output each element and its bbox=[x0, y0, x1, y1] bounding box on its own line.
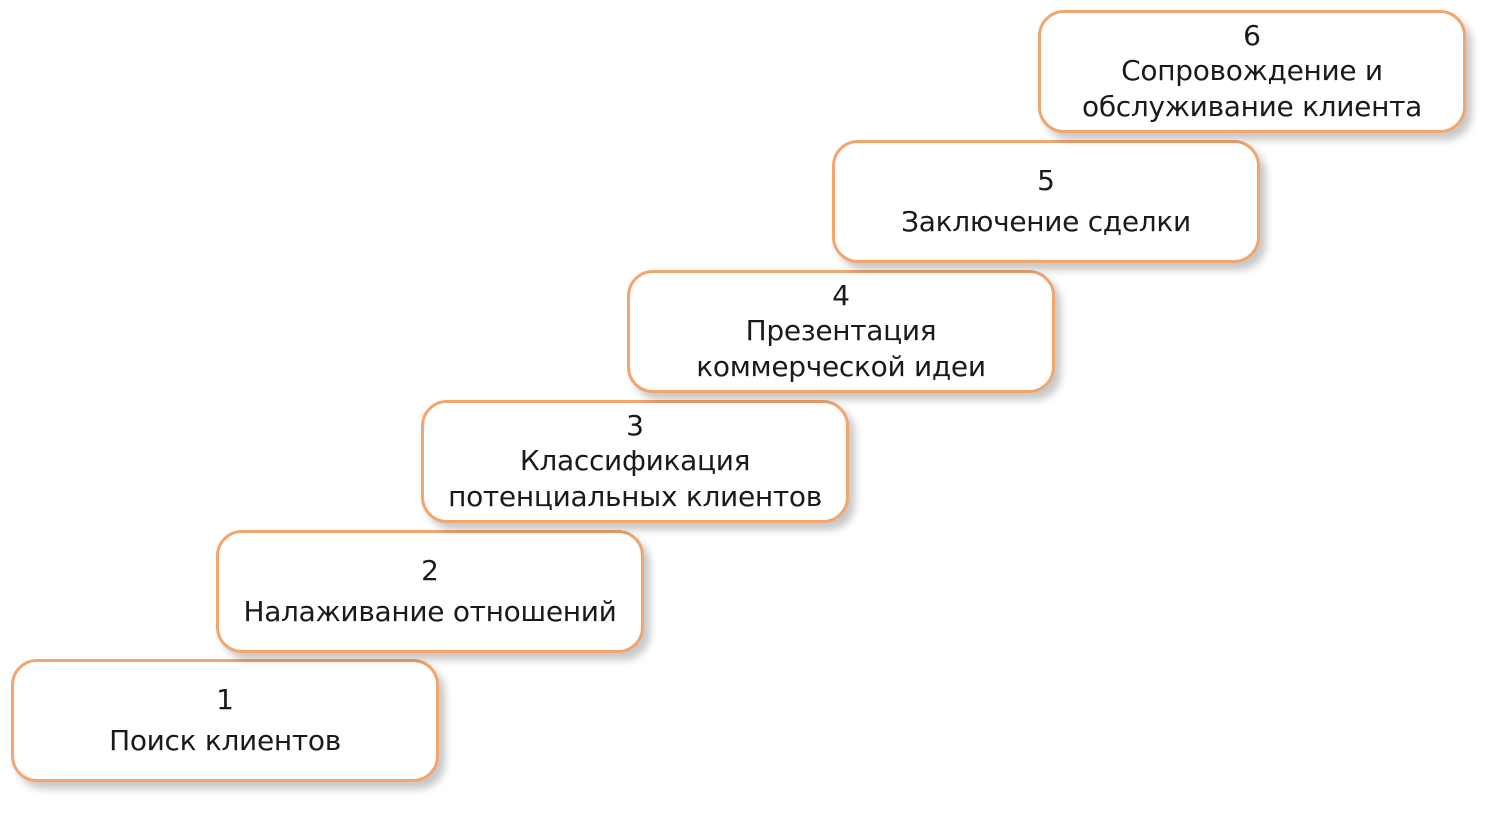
step-number-2: 2 bbox=[421, 553, 439, 587]
step-box-4: 4 Презентация коммерческой идеи bbox=[627, 270, 1055, 393]
step-number-1: 1 bbox=[216, 682, 234, 716]
step-title-3: Классификация потенциальных клиентов bbox=[448, 443, 822, 513]
step-box-5: 5 Заключение сделки bbox=[832, 140, 1260, 263]
step-title-1: Поиск клиентов bbox=[109, 723, 341, 757]
step-box-6: 6 Сопровождение и обслуживание клиента bbox=[1038, 10, 1466, 133]
step-number-6: 6 bbox=[1243, 18, 1261, 52]
step-number-5: 5 bbox=[1037, 163, 1055, 197]
step-box-3: 3 Классификация потенциальных клиентов bbox=[421, 400, 849, 523]
step-box-2: 2 Налаживание отношений bbox=[216, 530, 644, 653]
step-box-1: 1 Поиск клиентов bbox=[11, 659, 439, 782]
step-title-2: Налаживание отношений bbox=[243, 594, 617, 628]
step-number-4: 4 bbox=[832, 278, 850, 312]
step-title-5: Заключение сделки bbox=[901, 204, 1191, 238]
step-title-4: Презентация коммерческой идеи bbox=[696, 313, 986, 383]
step-number-3: 3 bbox=[626, 408, 644, 442]
step-title-6: Сопровождение и обслуживание клиента bbox=[1082, 53, 1422, 123]
